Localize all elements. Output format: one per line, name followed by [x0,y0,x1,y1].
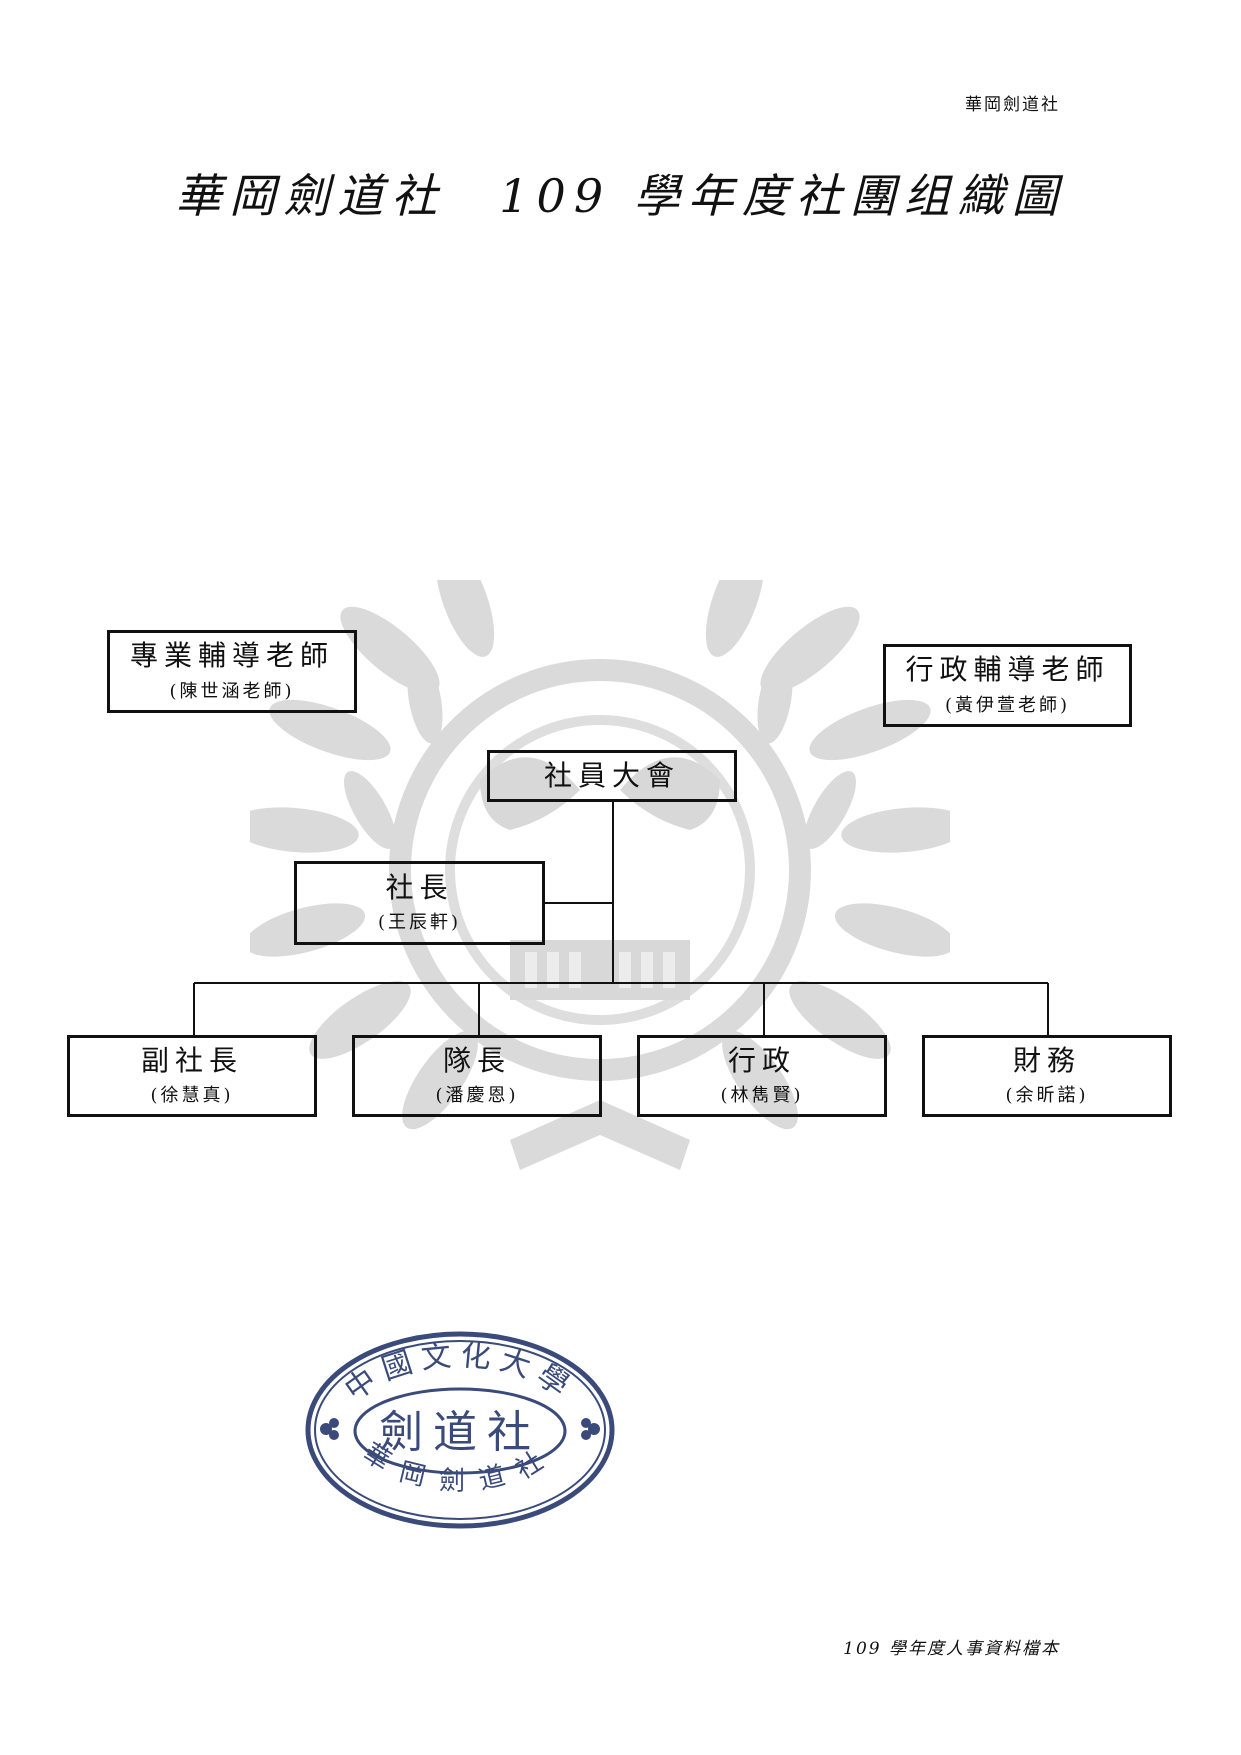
node-person: (潘慶恩) [435,1085,519,1107]
node-finance: 財務 (余昕諾) [922,1035,1172,1117]
club-seal-stamp-icon: 中國文化大學 華岡劍道社 劍道社 [305,1331,615,1529]
node-role: 專業輔導老師 [129,639,334,673]
node-captain: 隊長 (潘慶恩) [352,1035,602,1117]
node-person: (黃伊萱老師) [944,694,1071,716]
laurel-emblem-watermark-icon [250,580,950,1170]
node-person: (陳世涵老師) [169,680,295,702]
node-person: (余昕諾) [1005,1085,1089,1107]
node-professional-advisor: 專業輔導老師 (陳世涵老師) [107,630,357,713]
seal-plum-blossom-icon [320,1418,600,1440]
node-role: 社員大會 [543,758,680,792]
node-role: 財務 [1012,1043,1081,1077]
node-admin-advisor: 行政輔導老師 (黃伊萱老師) [883,644,1132,727]
node-person: (林雋賢) [720,1085,804,1107]
seal-center-text: 劍道社 [379,1407,541,1458]
page-title: 華岡劍道社 109 學年度社團组織圖 [175,169,1066,223]
node-person: (徐慧真) [150,1085,234,1107]
node-administration: 行政 (林雋賢) [637,1035,887,1117]
node-role: 隊長 [442,1043,511,1077]
node-vice-president: 副社長 (徐慧真) [67,1035,317,1117]
node-person: (王辰軒) [377,912,462,934]
node-role: 社長 [385,870,454,904]
node-general-assembly: 社員大會 [487,750,737,802]
node-president: 社長 (王辰軒) [294,861,545,945]
node-role: 副社長 [140,1043,243,1077]
footer-document-note: 109 學年度人事資料檔本 [843,1639,1060,1659]
header-club-name: 華岡劍道社 [965,95,1060,115]
node-role: 行政 [727,1043,796,1077]
node-role: 行政輔導老師 [905,653,1110,687]
